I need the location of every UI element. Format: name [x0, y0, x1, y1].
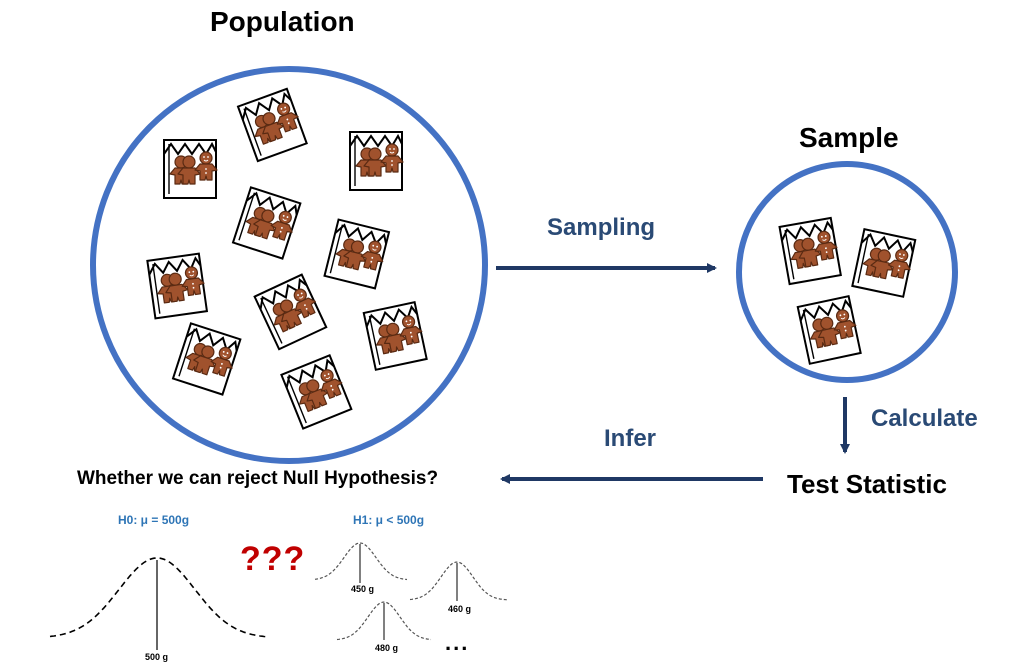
cookie-bag-icon	[852, 229, 916, 297]
population-bags	[147, 88, 427, 428]
test-statistic-label: Test Statistic	[787, 469, 947, 499]
sample-title: Sample	[799, 122, 899, 153]
more-curves-ellipsis: ...	[445, 630, 470, 655]
alt-mean-label-450: 450 g	[351, 584, 375, 594]
cookie-bag-icon	[364, 302, 428, 370]
sample-circle	[736, 161, 958, 383]
h0-distribution-curve	[49, 557, 269, 650]
h1-label: H1: μ < 500g	[353, 513, 425, 527]
calculate-label: Calculate	[871, 405, 978, 432]
cookie-bag-icon	[147, 254, 208, 319]
infer-label: Infer	[604, 425, 657, 452]
alt-mean-label-480: 480 g	[375, 643, 399, 653]
cookie-bag-icon	[281, 355, 352, 429]
cookie-bag-icon	[233, 187, 301, 259]
cookie-bag-icon	[255, 274, 328, 349]
null-hypothesis-question: Whether we can reject Null Hypothesis?	[77, 468, 439, 489]
cookie-bag-icon	[238, 88, 308, 161]
population-circle	[90, 66, 488, 464]
h1-distribution-curves	[314, 542, 509, 641]
cookie-bag-icon	[173, 323, 241, 395]
cookie-bag-icon	[164, 140, 217, 198]
h0-mean-label: 500 g	[145, 652, 169, 662]
population-title: Population	[210, 6, 355, 37]
h0-label: H0: μ = 500g	[118, 513, 190, 527]
cookie-bag-icon	[350, 132, 403, 190]
question-marks: ???	[240, 540, 306, 578]
sample-bags	[780, 218, 917, 364]
sampling-label: Sampling	[547, 214, 656, 241]
cookie-bag-icon	[325, 220, 390, 289]
cookie-bag-icon	[780, 218, 842, 284]
alt-mean-label-460: 460 g	[448, 604, 472, 614]
cookie-bag-icon	[798, 296, 862, 364]
